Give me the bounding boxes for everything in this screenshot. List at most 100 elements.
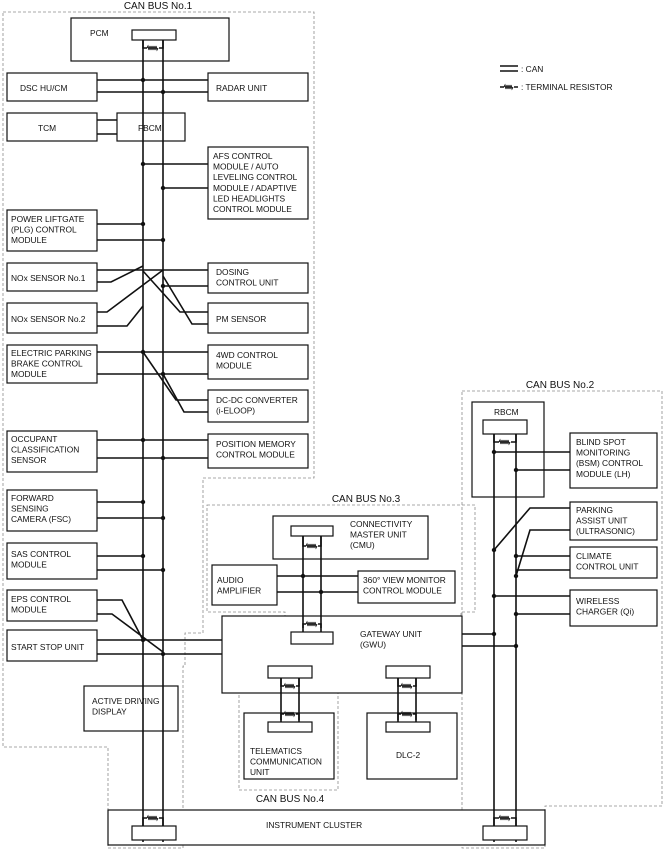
dc-dc-converter-label: DC-DC CONVERTER(i-ELOOP) <box>216 395 298 416</box>
module-label-line: SAS CONTROL <box>11 549 71 559</box>
module-label-line: GATEWAY UNIT <box>360 629 422 639</box>
module-label-line: LEVELING CONTROL <box>213 172 298 182</box>
module-label-line: AFS CONTROL <box>213 151 273 161</box>
module-label-line: CONTROL MODULE <box>213 204 292 214</box>
module-label-line: MODULE <box>11 560 47 570</box>
module-label-line: ELECTRIC PARKING <box>11 348 92 358</box>
can-bus-1-label: CAN BUS No.1 <box>124 1 193 12</box>
module-label-line: FORWARD <box>11 493 54 503</box>
pm-sensor-label: PM SENSOR <box>216 314 266 324</box>
rbcm-box: RBCM <box>471 401 545 498</box>
can-bus-4-label: CAN BUS No.4 <box>256 794 325 805</box>
module-label-line: (GWU) <box>360 640 386 650</box>
module-label-line: DC-DC CONVERTER <box>216 395 298 405</box>
dsc-hu-cm-box: DSC HU/CM <box>6 72 98 102</box>
module-label-line: ACTIVE DRIVING <box>92 696 159 706</box>
module-label-line: DLC-2 <box>396 750 421 760</box>
terminal-resistors <box>131 29 528 841</box>
module-label-line: EPS CONTROL <box>11 594 71 604</box>
module-label-line: POWER LIFTGATE <box>11 214 85 224</box>
module-label-line: (CMU) <box>350 540 375 550</box>
legend: : CAN : TERMINAL RESISTOR <box>500 64 613 92</box>
module-label-line: LED HEADLIGHTS <box>213 193 286 203</box>
module-label-line: BLIND SPOT <box>576 437 626 447</box>
nox-sensor-1-label: NOx SENSOR No.1 <box>11 273 86 283</box>
module-label-line: CHARGER (Qi) <box>576 607 634 617</box>
module-label-line: ASSIST UNIT <box>576 516 628 526</box>
module-label-line: (ULTRASONIC) <box>576 526 635 536</box>
module-label-line: AUDIO <box>217 575 244 585</box>
legend-can-symbol <box>500 65 518 72</box>
can-bus-2-label: CAN BUS No.2 <box>526 380 595 391</box>
pm-sensor-box: PM SENSOR <box>207 302 309 334</box>
module-label-line: COMMUNICATION <box>250 757 322 767</box>
module-label-line: CONNECTIVITY <box>350 519 413 529</box>
module-label-line: CONTROL UNIT <box>576 562 639 572</box>
module-label-line: CONTROL UNIT <box>216 278 279 288</box>
module-label-line: INSTRUMENT CLUSTER <box>266 820 362 830</box>
module-label-line: POSITION MEMORY <box>216 439 296 449</box>
module-label-line: SENSING <box>11 504 49 514</box>
module-label-line: UNIT <box>250 767 270 777</box>
module-label-line: PM SENSOR <box>216 314 266 324</box>
module-label-line: RBCM <box>494 407 519 417</box>
start-stop-unit-label: START STOP UNIT <box>11 642 84 652</box>
module-label-line: MODULE <box>11 369 47 379</box>
legend-can-label: : CAN <box>521 64 543 74</box>
gateway-unit-box: GATEWAY UNIT(GWU) <box>221 615 463 694</box>
can-bus-3-label: CAN BUS No.3 <box>332 494 401 505</box>
module-label-line: NOx SENSOR No.2 <box>11 314 86 324</box>
module-label-line: RADAR UNIT <box>216 83 267 93</box>
can-bus-1-wiring <box>97 40 222 842</box>
fbcm-label: FBCM <box>138 123 162 133</box>
module-label-line: MASTER UNIT <box>350 530 407 540</box>
module-label-line: (i-ELOOP) <box>216 406 255 416</box>
module-label-line: CAMERA (FSC) <box>11 514 71 524</box>
radar-unit-box: RADAR UNIT <box>207 72 309 102</box>
module-label-line: MODULE <box>11 605 47 615</box>
module-label-line: 360° VIEW MONITOR <box>363 575 446 585</box>
junction-dots <box>140 77 519 657</box>
can-bus-1-zone <box>2 11 315 849</box>
module-label-line: CLASSIFICATION <box>11 445 79 455</box>
can-bus-2-zone <box>461 390 663 849</box>
module-label-line: OCCUPANT <box>11 434 57 444</box>
module-label-line: AMPLIFIER <box>217 586 261 596</box>
module-label-line: CONTROL MODULE <box>216 450 295 460</box>
module-label-line: CONTROL MODULE <box>363 586 442 596</box>
module-label-line: MODULE / AUTO <box>213 162 279 172</box>
module-label-line: MODULE <box>216 361 252 371</box>
module-label-line: MODULE (LH) <box>576 469 631 479</box>
module-label-line: MODULE <box>11 235 47 245</box>
module-label-line: TELEMATICS <box>250 746 302 756</box>
